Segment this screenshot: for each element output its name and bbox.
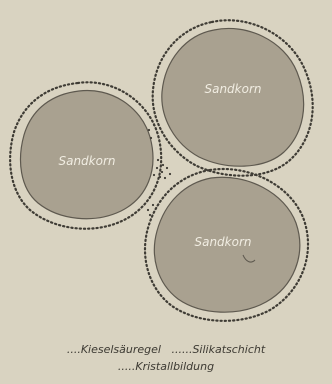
legend-marker-crystal: ..... <box>118 360 135 373</box>
legend-row-2: .....Kristallbildung <box>0 360 332 373</box>
legend-text-gel: Kieselsäuregel <box>81 343 161 356</box>
legend-text-crystal: Kristallbildung <box>135 360 214 373</box>
legend-marker-gel: .... <box>67 343 81 356</box>
grain-label-top: Sandkorn <box>204 82 261 96</box>
sand-grain-diagram: Sandkorn Sandkorn Sandkorn <box>0 0 332 340</box>
sand-grain-top: Sandkorn <box>153 20 313 175</box>
grain-label-bottom: Sandkorn <box>194 235 251 249</box>
legend-text-silicate: Silikatschicht <box>192 343 265 356</box>
grain-body-top <box>162 28 304 166</box>
legend-marker-silicate: ...... <box>171 343 192 356</box>
sand-grain-bottom: Sandkorn <box>145 169 308 321</box>
grain-label-left: Sandkorn <box>58 154 115 168</box>
legend-row-1: ....Kieselsäuregel ......Silikatschicht <box>0 343 332 356</box>
sand-grain-left: Sandkorn <box>10 82 161 228</box>
